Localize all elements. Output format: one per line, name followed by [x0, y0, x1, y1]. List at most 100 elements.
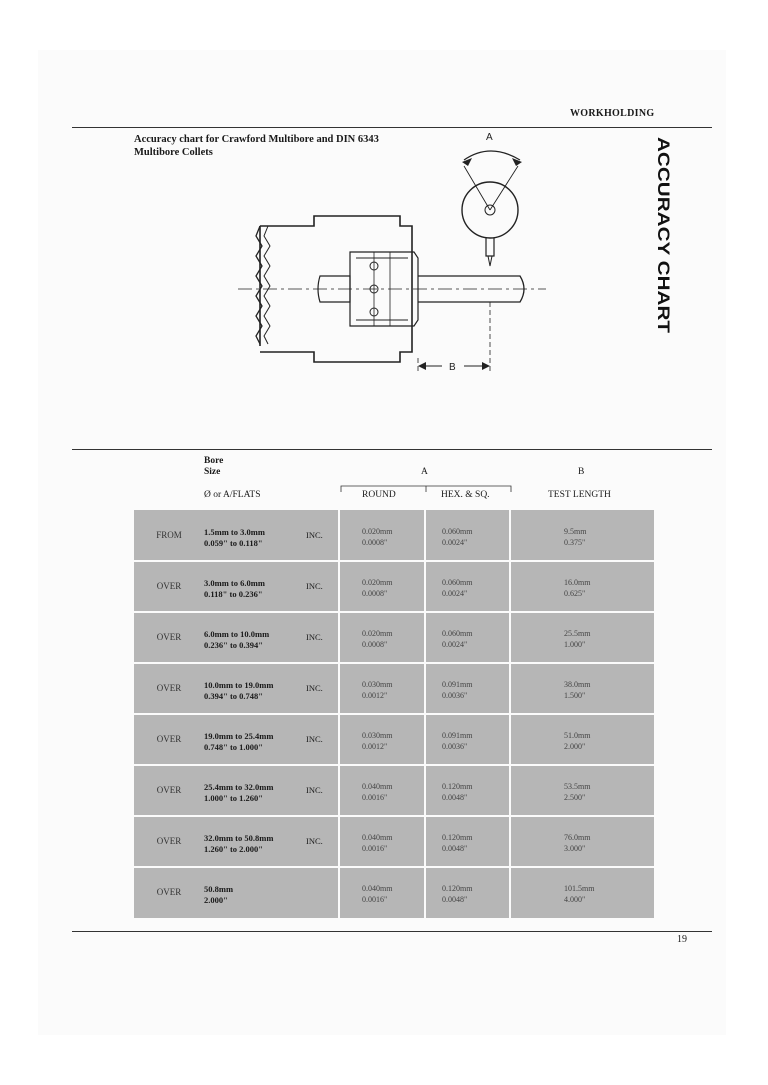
- row-divider: [134, 866, 654, 868]
- row-divider: [134, 611, 654, 613]
- table-row: FROM 1.5mm to 3.0mm 0.059" to 0.118" INC…: [134, 510, 654, 561]
- hex-inch: 0.0048": [442, 895, 468, 904]
- test-length-inch: 2.500": [564, 793, 586, 802]
- test-length-inch: 2.000": [564, 742, 586, 751]
- test-length-inch: 0.625": [564, 589, 586, 598]
- test-length-mm: 101.5mm: [564, 884, 595, 893]
- header-diameter: Ø or A/FLATS: [204, 490, 261, 500]
- bore-mm: 3.0mm to 6.0mm: [204, 578, 265, 588]
- test-length-inch: 0.375": [564, 538, 586, 547]
- hex-mm: 0.120mm: [442, 833, 473, 842]
- row-divider: [134, 662, 654, 664]
- table-row: OVER 32.0mm to 50.8mm 1.260" to 2.000" I…: [134, 816, 654, 867]
- side-title: ACCURACY CHART: [654, 137, 673, 334]
- round-mm: 0.020mm: [362, 578, 393, 587]
- hex-inch: 0.0036": [442, 691, 468, 700]
- round-inch: 0.0016": [362, 793, 388, 802]
- round-inch: 0.0012": [362, 691, 388, 700]
- test-length-inch: 3.000": [564, 844, 586, 853]
- hex-inch: 0.0048": [442, 793, 468, 802]
- hex-mm: 0.060mm: [442, 527, 473, 536]
- hex-inch: 0.0036": [442, 742, 468, 751]
- table-row: OVER 19.0mm to 25.4mm 0.748" to 1.000" I…: [134, 714, 654, 765]
- round-mm: 0.040mm: [362, 833, 393, 842]
- test-length-inch: 1.000": [564, 640, 586, 649]
- hex-mm: 0.120mm: [442, 884, 473, 893]
- bore-mm: 50.8mm: [204, 884, 234, 894]
- inclusive-label: INC.: [306, 581, 323, 591]
- test-length-mm: 76.0mm: [564, 833, 591, 842]
- row-divider: [134, 764, 654, 766]
- test-length-mm: 25.5mm: [564, 629, 591, 638]
- table-row: OVER 25.4mm to 32.0mm 1.000" to 1.260" I…: [134, 765, 654, 816]
- round-mm: 0.020mm: [362, 629, 393, 638]
- header-test-length: TEST LENGTH: [548, 490, 611, 500]
- bore-mm: 32.0mm to 50.8mm: [204, 833, 274, 843]
- bore-mm: 25.4mm to 32.0mm: [204, 782, 274, 792]
- round-inch: 0.0016": [362, 844, 388, 853]
- table-row: OVER 50.8mm 2.000" 0.040mm 0.0016" 0.120…: [134, 867, 654, 918]
- bore-mm: 1.5mm to 3.0mm: [204, 527, 265, 537]
- inclusive-label: INC.: [306, 683, 323, 693]
- inclusive-label: INC.: [306, 632, 323, 642]
- row-label: OVER: [156, 683, 182, 693]
- bore-inch: 0.059" to 0.118": [204, 538, 263, 548]
- row-divider: [134, 815, 654, 817]
- header-bore: Bore: [204, 456, 224, 466]
- row-label: OVER: [156, 581, 182, 591]
- round-inch: 0.0008": [362, 589, 388, 598]
- mid-rule: [72, 449, 712, 450]
- label-a: A: [486, 132, 493, 143]
- table-row: OVER 6.0mm to 10.0mm 0.236" to 0.394" IN…: [134, 612, 654, 663]
- hex-mm: 0.091mm: [442, 731, 473, 740]
- hex-mm: 0.091mm: [442, 680, 473, 689]
- row-label: OVER: [156, 887, 182, 897]
- row-divider: [134, 560, 654, 562]
- row-label: OVER: [156, 785, 182, 795]
- hex-inch: 0.0024": [442, 589, 468, 598]
- inclusive-label: INC.: [306, 530, 323, 540]
- header-group-b: B: [578, 467, 585, 477]
- inclusive-label: INC.: [306, 785, 323, 795]
- hex-mm: 0.060mm: [442, 578, 473, 587]
- round-mm: 0.030mm: [362, 680, 393, 689]
- row-label: OVER: [156, 734, 182, 744]
- hex-inch: 0.0024": [442, 640, 468, 649]
- bottom-rule: [72, 931, 712, 932]
- round-inch: 0.0012": [362, 742, 388, 751]
- bore-inch: 0.118" to 0.236": [204, 589, 263, 599]
- test-length-mm: 9.5mm: [564, 527, 587, 536]
- header-size: Size: [204, 467, 221, 477]
- hex-mm: 0.120mm: [442, 782, 473, 791]
- header-round: ROUND: [362, 490, 396, 500]
- title-line-2: Multibore Collets: [134, 147, 213, 158]
- round-mm: 0.040mm: [362, 782, 393, 791]
- test-length-mm: 51.0mm: [564, 731, 591, 740]
- chart-title: Accuracy chart for Crawford Multibore an…: [134, 133, 414, 159]
- bore-mm: 10.0mm to 19.0mm: [204, 680, 274, 690]
- row-label: OVER: [156, 632, 182, 642]
- group-a-bracket: [340, 485, 512, 492]
- inclusive-label: INC.: [306, 836, 323, 846]
- page-number: 19: [677, 934, 687, 945]
- hex-inch: 0.0048": [442, 844, 468, 853]
- table-row: OVER 3.0mm to 6.0mm 0.118" to 0.236" INC…: [134, 561, 654, 612]
- bore-inch: 2.000": [204, 895, 228, 905]
- bore-mm: 19.0mm to 25.4mm: [204, 731, 274, 741]
- test-length-mm: 16.0mm: [564, 578, 591, 587]
- row-label: OVER: [156, 836, 182, 846]
- round-inch: 0.0016": [362, 895, 388, 904]
- inclusive-label: INC.: [306, 734, 323, 744]
- test-length-mm: 53.5mm: [564, 782, 591, 791]
- table-row: OVER 10.0mm to 19.0mm 0.394" to 0.748" I…: [134, 663, 654, 714]
- round-mm: 0.030mm: [362, 731, 393, 740]
- round-mm: 0.020mm: [362, 527, 393, 536]
- section-header: WORKHOLDING: [570, 108, 655, 119]
- bore-inch: 1.260" to 2.000": [204, 844, 264, 854]
- test-length-mm: 38.0mm: [564, 680, 591, 689]
- collet-diagram: A B: [238, 132, 546, 373]
- test-length-inch: 4.000": [564, 895, 586, 904]
- side-title-text: ACCURACY CHART: [654, 137, 673, 334]
- bore-inch: 0.394" to 0.748": [204, 691, 264, 701]
- round-inch: 0.0008": [362, 538, 388, 547]
